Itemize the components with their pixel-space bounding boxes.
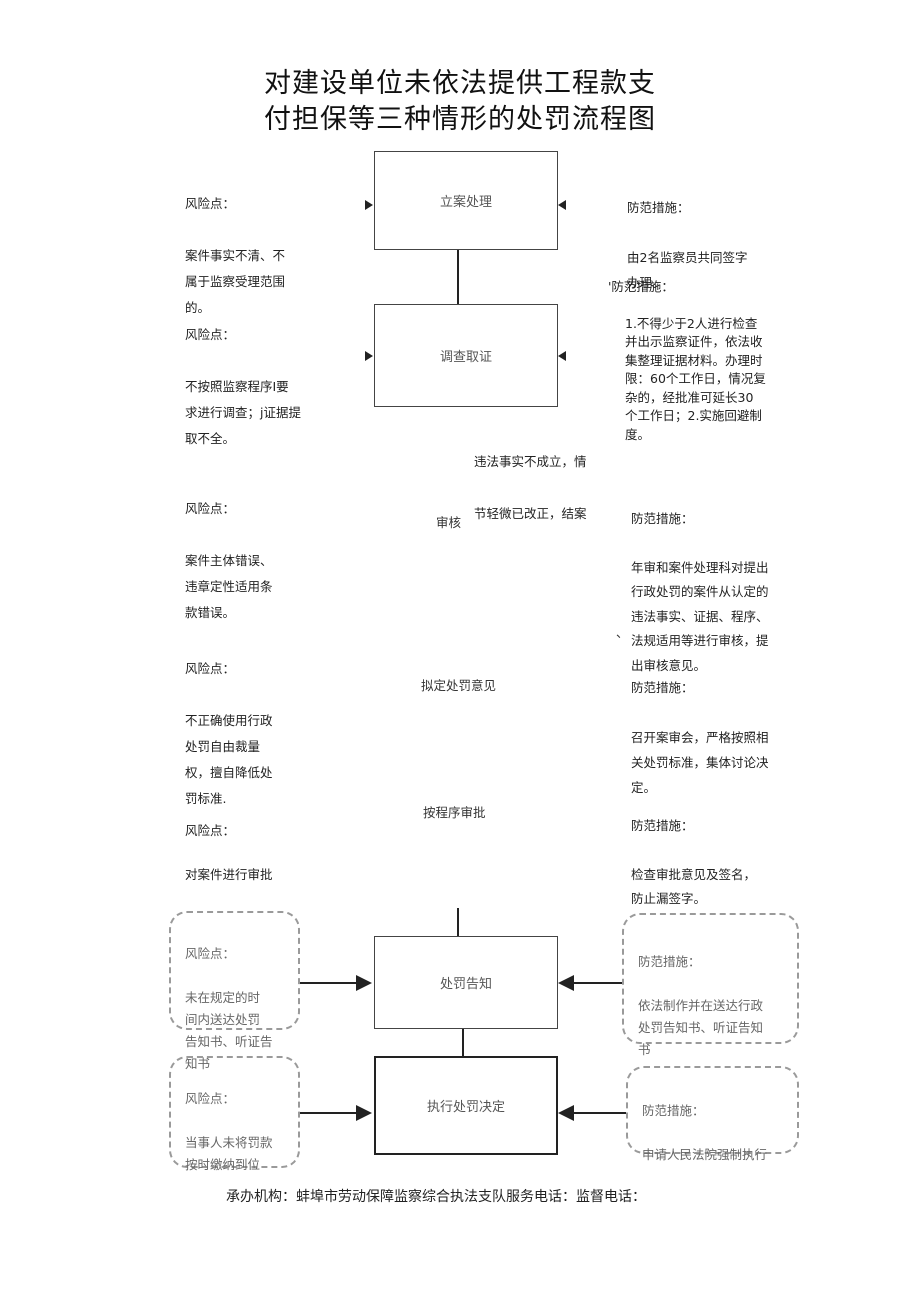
measure-6: 防范措施： 依法制作并在送达行政 处罚告知书、听证告知 书 <box>622 913 799 1057</box>
risk-point-6: 风险点： 未在规定的时 间内送达处罚 告知书、听证告 知书 <box>169 911 300 1071</box>
branch-note-line1: 违法事实不成立，情 <box>474 454 587 469</box>
measure-text: 依法制作并在送达行政 处罚告知书、听证告知 书 <box>638 998 764 1057</box>
step-box-2: 调查取证 <box>374 304 558 407</box>
measure-1: 防范措施： 由2名监察员共同签字 办理。 <box>627 170 802 320</box>
step-box-6: 处罚告知 <box>374 936 558 1029</box>
measure-text: 申请人民法院强制执行 <box>642 1147 768 1162</box>
measure-5: 防范措施： 检查审批意见及签名， 防止漏签字。 <box>631 789 791 936</box>
risk-point-3: 风险点： 案件主体错误、 违章定性适用条 款错误。 <box>185 470 325 652</box>
measure-label: 防范措施： <box>631 817 694 833</box>
step-label-6: 处罚告知 <box>439 977 492 992</box>
risk-label: 风险点： <box>185 823 236 838</box>
measure-7: 防范措施： 申请人民法院强制执行 <box>626 1066 799 1162</box>
arrow-measure1-head <box>558 200 566 210</box>
measure-text: 1.不得少于2人进行检查 并出示监察证件，依法收 集整理证据材料。办理时 限：6… <box>625 315 766 442</box>
measure-text: 年审和案件处理科对提出 行政处罚的案件从认定的 违法事实、证据、程序、 法规适用… <box>631 559 769 673</box>
step-label-2: 调查取证 <box>439 350 492 365</box>
risk-text: 对案件进行审批 <box>185 867 273 882</box>
branch-note-line2: 节轻微已改正，结案 <box>474 506 587 521</box>
risk-text: 不正确使用行政 处罚自由裁量 权，擅自降低处 罚标准. <box>185 713 273 806</box>
measure-label: 防范措施： <box>631 680 694 695</box>
step-label-7: 执行处罚决定 <box>426 1100 505 1115</box>
step-label-1: 立案处理 <box>439 195 492 210</box>
risk-text: 未在规定的时 间内送达处罚 告知书、听证告 知书 <box>185 990 273 1071</box>
risk-text: 当事人未将罚款 按时缴纳到位 <box>185 1135 273 1172</box>
measure-text: 检查审批意见及签名， 防止漏签字。 <box>631 866 757 907</box>
step-label-4: 拟定处罚意见 <box>421 678 497 693</box>
arrow-risk1-head <box>365 200 373 210</box>
footer-contact: 承办机构：蚌埠市劳动保障监察综合执法支队服务电话：监督电话： <box>226 1189 646 1205</box>
measure-label: 防范措施： <box>642 1103 705 1118</box>
branch-note: 违法事实不成立，情 节轻微已改正，结案 <box>474 423 587 553</box>
arrow-measure2-head <box>558 351 566 361</box>
risk-label: 风险点： <box>185 946 236 961</box>
step-label-3: 审核 <box>436 515 462 530</box>
risk-text: 案件主体错误、 违章定性适用条 款错误。 <box>185 553 273 620</box>
stray-mark: 、 <box>616 625 629 640</box>
risk-label: 风险点： <box>185 501 236 516</box>
risk-label: 风险点： <box>185 1091 236 1106</box>
risk-point-7: 风险点： 当事人未将罚款 按时缴纳到位 <box>169 1056 300 1172</box>
measure-text: 召开案审会，严格按照相 关处罚标准，集体讨论决 定。 <box>631 730 769 795</box>
risk-point-4: 风险点： 不正确使用行政 处罚自由裁量 权，擅自降低处 罚标准. <box>185 630 325 838</box>
risk-point-5: 风险点： 对案件进行审批 <box>185 798 325 908</box>
arrow-risk2-head <box>365 351 373 361</box>
risk-label: 风险点： <box>185 661 236 676</box>
risk-point-2: 风险点： 不按照监察程序I要 求进行调查；j证据提 取不全。 <box>185 296 335 478</box>
step-label-5: 按程序审批 <box>423 805 486 820</box>
measure-4: 防范措施： 召开案审会，严格按照相 关处罚标准，集体讨论决 定。 <box>631 650 801 825</box>
measure-2: '防范措施： 1.不得少于2人进行检查 并出示监察证件，依法收 集整理证据材料。… <box>608 259 798 463</box>
risk-text: 案件事实不清、不 属于监察受理范围 的。 <box>185 248 286 315</box>
risk-label: 风险点： <box>185 196 236 211</box>
measure-label: 防范措施： <box>638 954 701 969</box>
measure-label: 防范措施： <box>631 510 694 526</box>
risk-label: 风险点： <box>185 327 236 342</box>
measure-label: 防范措施： <box>627 200 690 215</box>
risk-point-1: 风险点： 案件事实不清、不 属于监察受理范围 的。 <box>185 165 325 347</box>
risk-text: 不按照监察程序I要 求进行调查；j证据提 取不全。 <box>185 379 301 446</box>
page-title-line2: 付担保等三种情形的处罚流程图 <box>264 104 656 135</box>
measure-label: '防范措施： <box>608 278 674 294</box>
step-box-7: 执行处罚决定 <box>374 1056 558 1155</box>
page-title-line1: 对建设单位未依法提供工程款支 <box>264 68 656 99</box>
measure-text: 由2名监察员共同签字 办理。 <box>627 250 748 290</box>
step-box-1: 立案处理 <box>374 151 558 250</box>
measure-3: 防范措施： 年审和案件处理科对提出 行政处罚的案件从认定的 违法事实、证据、程序… <box>631 482 806 703</box>
